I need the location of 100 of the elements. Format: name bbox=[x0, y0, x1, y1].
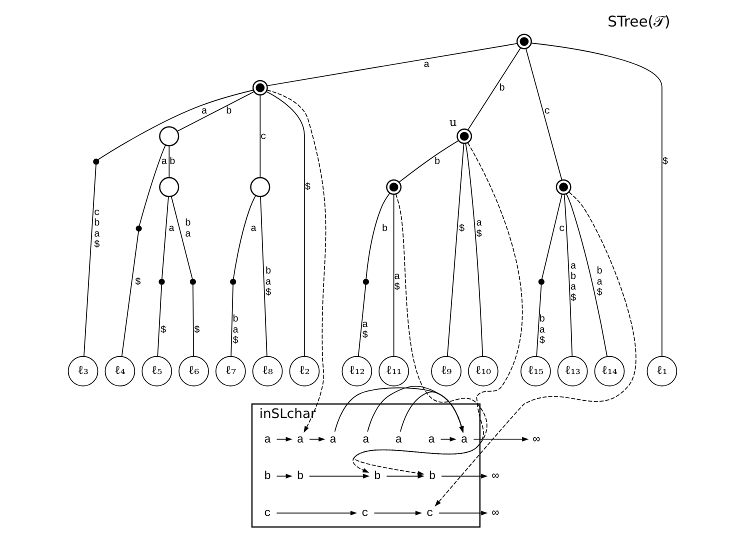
edge-label: b a $ bbox=[265, 266, 272, 298]
node-circle: ℓ₁₂ bbox=[342, 356, 372, 386]
arrow bbox=[441, 474, 488, 478]
connector bbox=[84, 164, 96, 357]
node-dot bbox=[362, 278, 369, 285]
edge-label: b a $ bbox=[539, 314, 546, 346]
edge-label: c bbox=[558, 223, 565, 234]
connector bbox=[157, 284, 162, 357]
edge-label: a b a $ bbox=[570, 260, 576, 304]
edge-label: b bbox=[499, 82, 506, 94]
node-text: b bbox=[296, 470, 304, 484]
edge-label: b a $ bbox=[232, 314, 239, 346]
arrow bbox=[276, 510, 358, 516]
node-circle: ℓ₁ bbox=[646, 356, 678, 386]
node-circle: ℓ₁₀ bbox=[468, 356, 498, 386]
node-text: a bbox=[362, 433, 370, 446]
node-circle: ℓ₆ bbox=[178, 356, 209, 386]
node-text: ∞ bbox=[492, 507, 499, 520]
node-dot bbox=[538, 278, 544, 285]
node-circle: ℓ₈ bbox=[252, 356, 283, 386]
node-dot bbox=[230, 278, 236, 285]
connector bbox=[564, 194, 573, 357]
node-text: c bbox=[264, 507, 271, 520]
node-text: b bbox=[264, 470, 271, 484]
connector bbox=[525, 48, 562, 180]
arrow bbox=[438, 510, 488, 516]
node-circle: ℓ₇ bbox=[215, 356, 246, 386]
edge-label: c bbox=[260, 130, 266, 142]
node-circle: ℓ₂ bbox=[289, 356, 320, 386]
arrow bbox=[400, 391, 464, 433]
edge-label: a bbox=[250, 223, 257, 234]
node-circle: ℓ₁₁ bbox=[378, 356, 409, 386]
node-circle bbox=[159, 177, 180, 198]
connector bbox=[232, 195, 256, 280]
arrow bbox=[334, 387, 464, 433]
arrow bbox=[386, 474, 424, 478]
connector bbox=[170, 196, 193, 280]
edge-label: $ bbox=[160, 324, 166, 336]
connector bbox=[192, 284, 194, 357]
node-text: a bbox=[330, 433, 337, 446]
node-text: a bbox=[264, 433, 271, 446]
arrow bbox=[352, 142, 523, 473]
edge-label: b bbox=[169, 156, 176, 168]
connector bbox=[162, 196, 169, 280]
arrow bbox=[266, 90, 326, 433]
edge-label: b bbox=[434, 156, 440, 168]
arrow bbox=[276, 474, 292, 478]
edge-label: c bbox=[544, 105, 550, 116]
connector bbox=[168, 145, 170, 178]
connector bbox=[266, 43, 518, 86]
connector bbox=[138, 144, 166, 226]
edge-label: $ bbox=[194, 324, 200, 336]
node-text: ∞ bbox=[492, 470, 499, 484]
connector bbox=[530, 42, 662, 357]
connector bbox=[566, 193, 608, 358]
node-dot bbox=[190, 278, 196, 285]
node-text: c bbox=[426, 507, 434, 520]
edge-label: a bbox=[168, 223, 175, 234]
arrow bbox=[276, 436, 292, 442]
edge-label: a $ bbox=[394, 271, 400, 293]
edge-label: c b a $ bbox=[94, 207, 100, 250]
edge-label: a bbox=[201, 105, 208, 116]
arrow bbox=[434, 192, 636, 507]
connector bbox=[260, 94, 261, 178]
connector bbox=[260, 196, 268, 357]
edge-label: $ bbox=[458, 223, 465, 234]
node-text: a bbox=[296, 433, 304, 446]
edge-label: $ bbox=[662, 156, 668, 168]
edge-label: a $ bbox=[362, 318, 368, 341]
connector bbox=[465, 143, 484, 357]
edge-label: b a $ bbox=[596, 266, 603, 298]
node-circle: ℓ₉ bbox=[431, 356, 462, 386]
arrow bbox=[309, 436, 326, 442]
node-circle bbox=[456, 128, 472, 144]
node-circle: ℓ₁₄ bbox=[594, 356, 625, 386]
arrow bbox=[367, 386, 464, 433]
connector bbox=[536, 284, 542, 357]
connector bbox=[541, 194, 562, 280]
node-circle: ℓ₄ bbox=[104, 356, 136, 386]
connector bbox=[366, 192, 390, 280]
node-circle: ℓ₁₃ bbox=[557, 356, 588, 386]
connector bbox=[398, 140, 459, 182]
node-circle bbox=[386, 179, 402, 195]
edge-label: $ bbox=[135, 276, 141, 288]
node-circle: ℓ₅ bbox=[142, 356, 172, 386]
arrow bbox=[473, 436, 529, 442]
node-label: u bbox=[449, 115, 457, 130]
connector bbox=[467, 47, 522, 130]
connector bbox=[176, 91, 255, 132]
edge-label: b bbox=[226, 105, 232, 116]
node-circle bbox=[252, 80, 268, 96]
edge-label: a bbox=[424, 59, 430, 70]
node-dot bbox=[158, 278, 165, 285]
node-circle bbox=[159, 126, 180, 146]
connector bbox=[98, 90, 254, 160]
diagram-title: STree(𝒯) bbox=[608, 14, 670, 31]
edge-label: a bbox=[161, 156, 168, 168]
connector bbox=[266, 91, 305, 357]
node-text: a bbox=[395, 433, 402, 446]
arrow bbox=[308, 474, 370, 478]
